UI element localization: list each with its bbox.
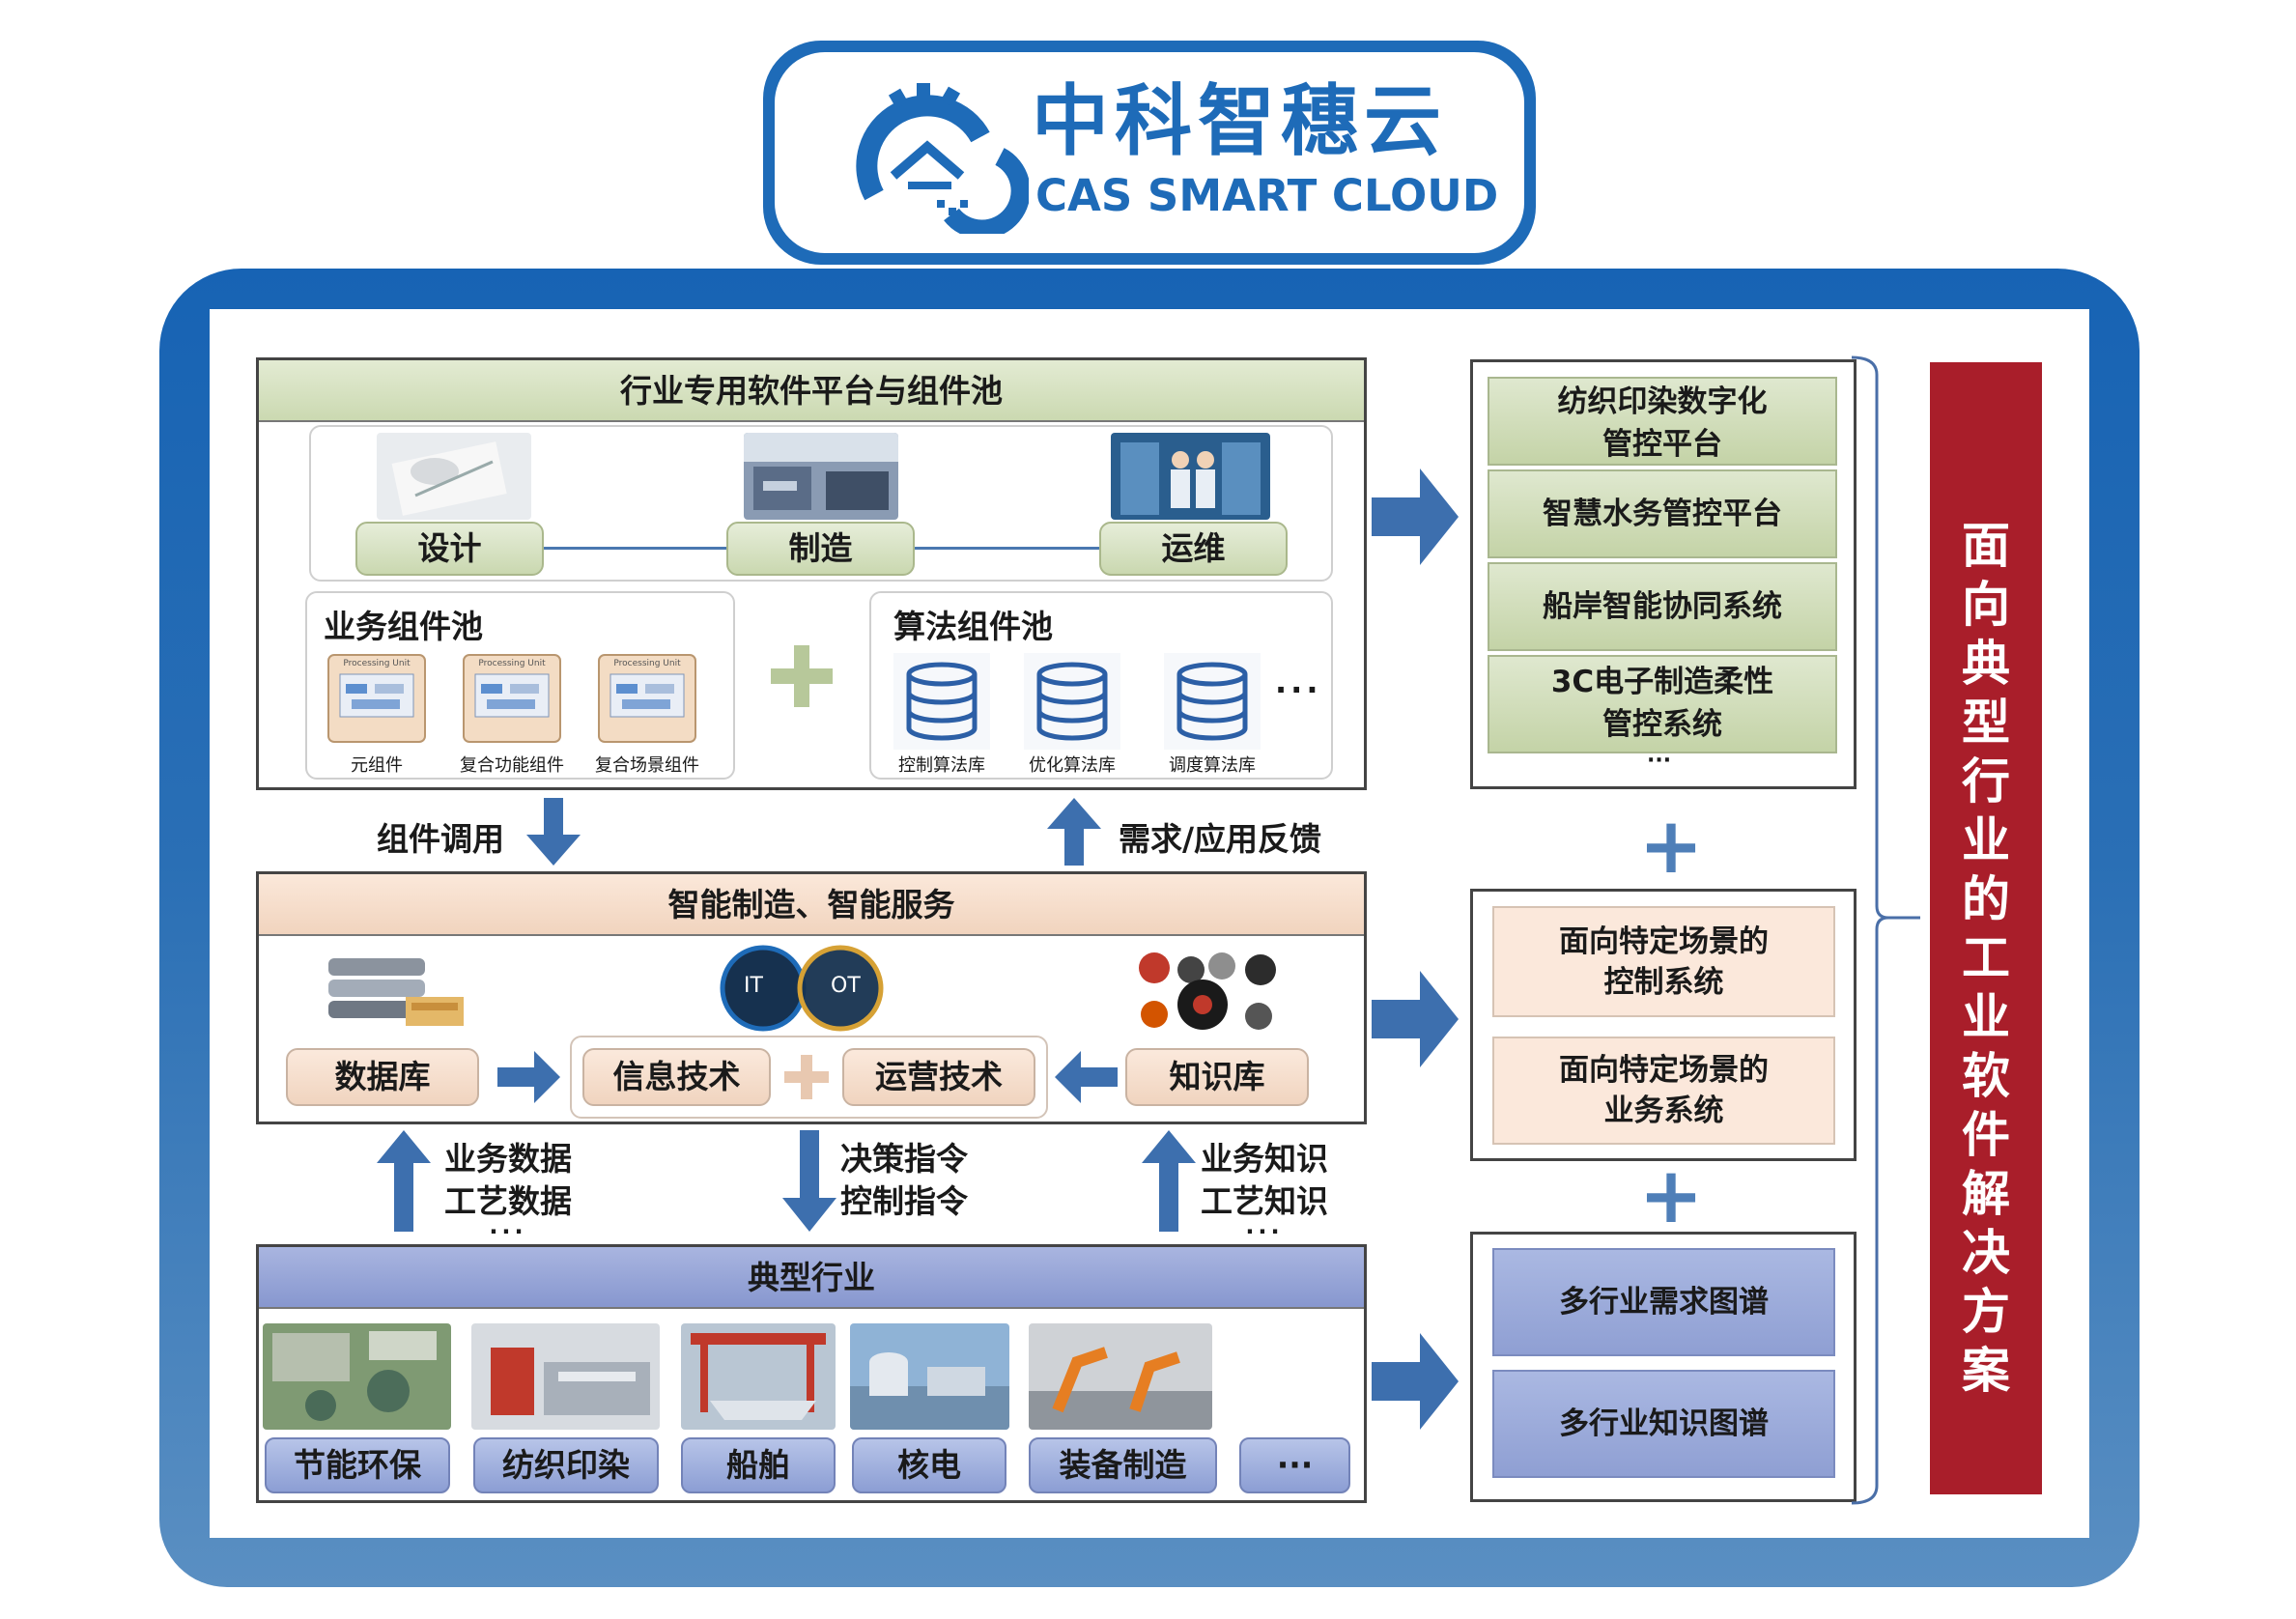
business-knowledge-text: 业务知识 [1201, 1140, 1328, 1178]
operations-photo [1111, 433, 1270, 520]
decision-instruction-label: 决策指令 控制指令 [840, 1138, 968, 1223]
plus-icon [771, 645, 833, 707]
logo-icon [856, 83, 1029, 234]
scheduling-algorithm-label: 调度算法库 [1169, 755, 1256, 776]
database-icon [1164, 653, 1261, 750]
stage-design: 设计 [355, 522, 544, 576]
server-photo [319, 949, 473, 1036]
it-ot-icon [681, 945, 922, 1032]
decision-text: 决策指令 [840, 1140, 968, 1178]
industry-textile: 纺织印染 [473, 1437, 659, 1493]
arrow-right-icon [1372, 1333, 1459, 1430]
solution-water-platform: 智慧水务管控平台 [1488, 469, 1837, 558]
composite-function-label: 复合功能组件 [460, 755, 564, 776]
header-tab-inner [775, 52, 1524, 253]
software-platform-title: 行业专用软件平台与组件池 [259, 360, 1364, 422]
arrow-down-icon [782, 1130, 836, 1232]
arrow-down-icon [526, 798, 581, 866]
industry-nuclear: 核电 [852, 1437, 1006, 1493]
feedback-label: 需求/应用反馈 [1119, 820, 1322, 858]
stage-operations: 运维 [1099, 522, 1288, 576]
industry-more: ··· [1239, 1437, 1350, 1493]
logo-chinese: 中科智穗云 [1032, 76, 1447, 166]
knowledge-flow-more: ··· [1245, 1218, 1284, 1245]
solution-textile-platform: 纺织印染数字化 管控平台 [1488, 377, 1837, 466]
solution-3c-electronics: 3C电子制造柔性 管控系统 [1488, 655, 1837, 753]
demand-graph: 多行业需求图谱 [1492, 1248, 1835, 1356]
arrow-up-icon [1047, 798, 1101, 866]
arrow-right-icon [1372, 469, 1459, 565]
ot-label: OT [831, 974, 861, 998]
optimization-algorithm-label: 优化算法库 [1029, 755, 1116, 776]
business-data-more: ··· [489, 1218, 527, 1245]
solution-ship-shore: 船岸智能协同系统 [1488, 562, 1837, 651]
control-text: 控制指令 [840, 1182, 968, 1220]
composite-function-thumb: Processing Unit [462, 653, 562, 744]
thumb-label-3: Processing Unit [613, 659, 681, 668]
equipment-photo [1029, 1323, 1212, 1430]
arrow-up-icon [1142, 1130, 1196, 1232]
algorithm-pool-title: 算法组件池 [893, 608, 1053, 645]
database-button: 数据库 [286, 1048, 479, 1106]
business-data-text: 业务数据 [444, 1140, 572, 1178]
business-data-label: 业务数据 工艺数据 ··· [444, 1138, 572, 1245]
processing-unit-icon [598, 654, 696, 743]
process-data-text: 工艺数据 [444, 1182, 572, 1220]
solution-title-banner: 面向典型行业的工业软件解决方案 [1930, 362, 2042, 1494]
plus-icon: + [1638, 801, 1704, 891]
lifecycle-connector-2 [913, 547, 1106, 550]
meta-component-thumb: Processing Unit [326, 653, 427, 744]
arrow-left-icon [1055, 1051, 1118, 1103]
textile-photo [471, 1323, 660, 1430]
solution-title-text: 面向典型行业的工业软件解决方案 [1962, 518, 2010, 1399]
stage-manufacturing: 制造 [726, 522, 915, 576]
environment-photo [263, 1323, 451, 1430]
thumb-label-2: Processing Unit [478, 659, 546, 668]
industry-shipbuilding: 船舶 [681, 1437, 836, 1493]
manufacturing-photo [744, 433, 898, 520]
thumb-label-1: Processing Unit [343, 659, 411, 668]
solutions-more: ··· [1647, 749, 1672, 773]
scenario-control-system: 面向特定场景的 控制系统 [1492, 906, 1835, 1017]
composite-scene-thumb: Processing Unit [597, 653, 697, 744]
knowledge-graph: 多行业知识图谱 [1492, 1370, 1835, 1478]
industry-energy-saving: 节能环保 [265, 1437, 450, 1493]
smart-manufacturing-title: 智能制造、智能服务 [259, 874, 1364, 936]
design-photo [377, 433, 531, 520]
business-pool-title: 业务组件池 [324, 608, 483, 645]
arrow-up-icon [377, 1130, 431, 1232]
scenario-business-system: 面向特定场景的 业务系统 [1492, 1037, 1835, 1145]
ops-tech-button: 运营技术 [842, 1048, 1035, 1106]
arrow-right-icon [1372, 971, 1459, 1067]
shipbuilding-photo [681, 1323, 836, 1430]
nuclear-photo [850, 1323, 1009, 1430]
logo-english: CAS SMART CLOUD [1035, 170, 1499, 221]
knowledge-collage [1125, 947, 1285, 1038]
it-ot-group [570, 1036, 1048, 1119]
control-algorithm-label: 控制算法库 [898, 755, 985, 776]
plus-icon [784, 1055, 829, 1099]
industry-equipment: 装备制造 [1029, 1437, 1217, 1493]
lifecycle-connector-1 [541, 547, 734, 550]
knowledge-base-button: 知识库 [1125, 1048, 1309, 1106]
arrow-right-icon [497, 1051, 560, 1103]
bracket-connector [1851, 355, 1920, 1505]
typical-industries-title: 典型行业 [259, 1247, 1364, 1309]
processing-unit-icon [327, 654, 426, 743]
info-tech-button: 信息技术 [582, 1048, 771, 1106]
algorithm-more: ··· [1275, 671, 1322, 708]
knowledge-flow-label: 业务知识 工艺知识 ··· [1201, 1138, 1328, 1245]
it-label: IT [744, 974, 763, 998]
process-knowledge-text: 工艺知识 [1201, 1182, 1328, 1220]
plus-icon: + [1638, 1150, 1704, 1240]
processing-unit-icon [463, 654, 561, 743]
component-call-label: 组件调用 [377, 820, 504, 858]
database-icon [893, 653, 990, 750]
database-icon [1024, 653, 1120, 750]
composite-scene-label: 复合场景组件 [595, 755, 699, 776]
meta-component-label: 元组件 [351, 755, 403, 776]
